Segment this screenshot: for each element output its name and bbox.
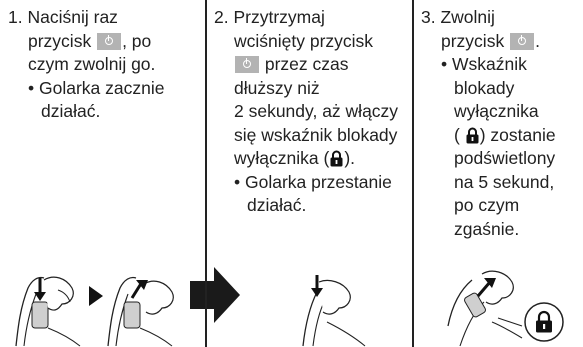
step-3: 3. Zwolnij przycisk . • Wskaźnik blokady… (412, 0, 583, 347)
next-arrow-icon (89, 286, 103, 306)
power-button-icon (510, 32, 535, 50)
step-3-bullet: • Wskaźnik (441, 54, 527, 74)
shaver-release-illustration (107, 276, 174, 347)
step-2-text: 2. Przytrzymaj wciśnięty przycisk przez … (214, 6, 412, 218)
big-next-arrow-icon (190, 267, 240, 323)
power-button-icon (97, 32, 122, 50)
step-1: 1. Naciśnij raz przycisk , po czym zwoln… (0, 0, 205, 347)
lock-icon (466, 127, 479, 143)
step-1-text: 1. Naciśnij raz przycisk , po czym zwoln… (8, 6, 202, 124)
shaver-press-illustration (15, 276, 81, 347)
lock-icon (330, 150, 343, 167)
step-3-number: 3. (421, 7, 436, 27)
power-button-icon (235, 56, 259, 73)
step-1-bullet: • Golarka zacznie (28, 77, 165, 98)
shaver-hold-illustration (302, 275, 366, 347)
step-2-number: 2. (214, 7, 229, 27)
step-2-bullet: • Golarka przestanie (234, 171, 392, 192)
shaver-lock-illustration (447, 270, 564, 347)
step-2: 2. Przytrzymaj wciśnięty przycisk przez … (205, 0, 412, 347)
step-3-text: 3. Zwolnij przycisk . • Wskaźnik blokady… (421, 6, 583, 241)
step-1-number: 1. (8, 7, 23, 27)
